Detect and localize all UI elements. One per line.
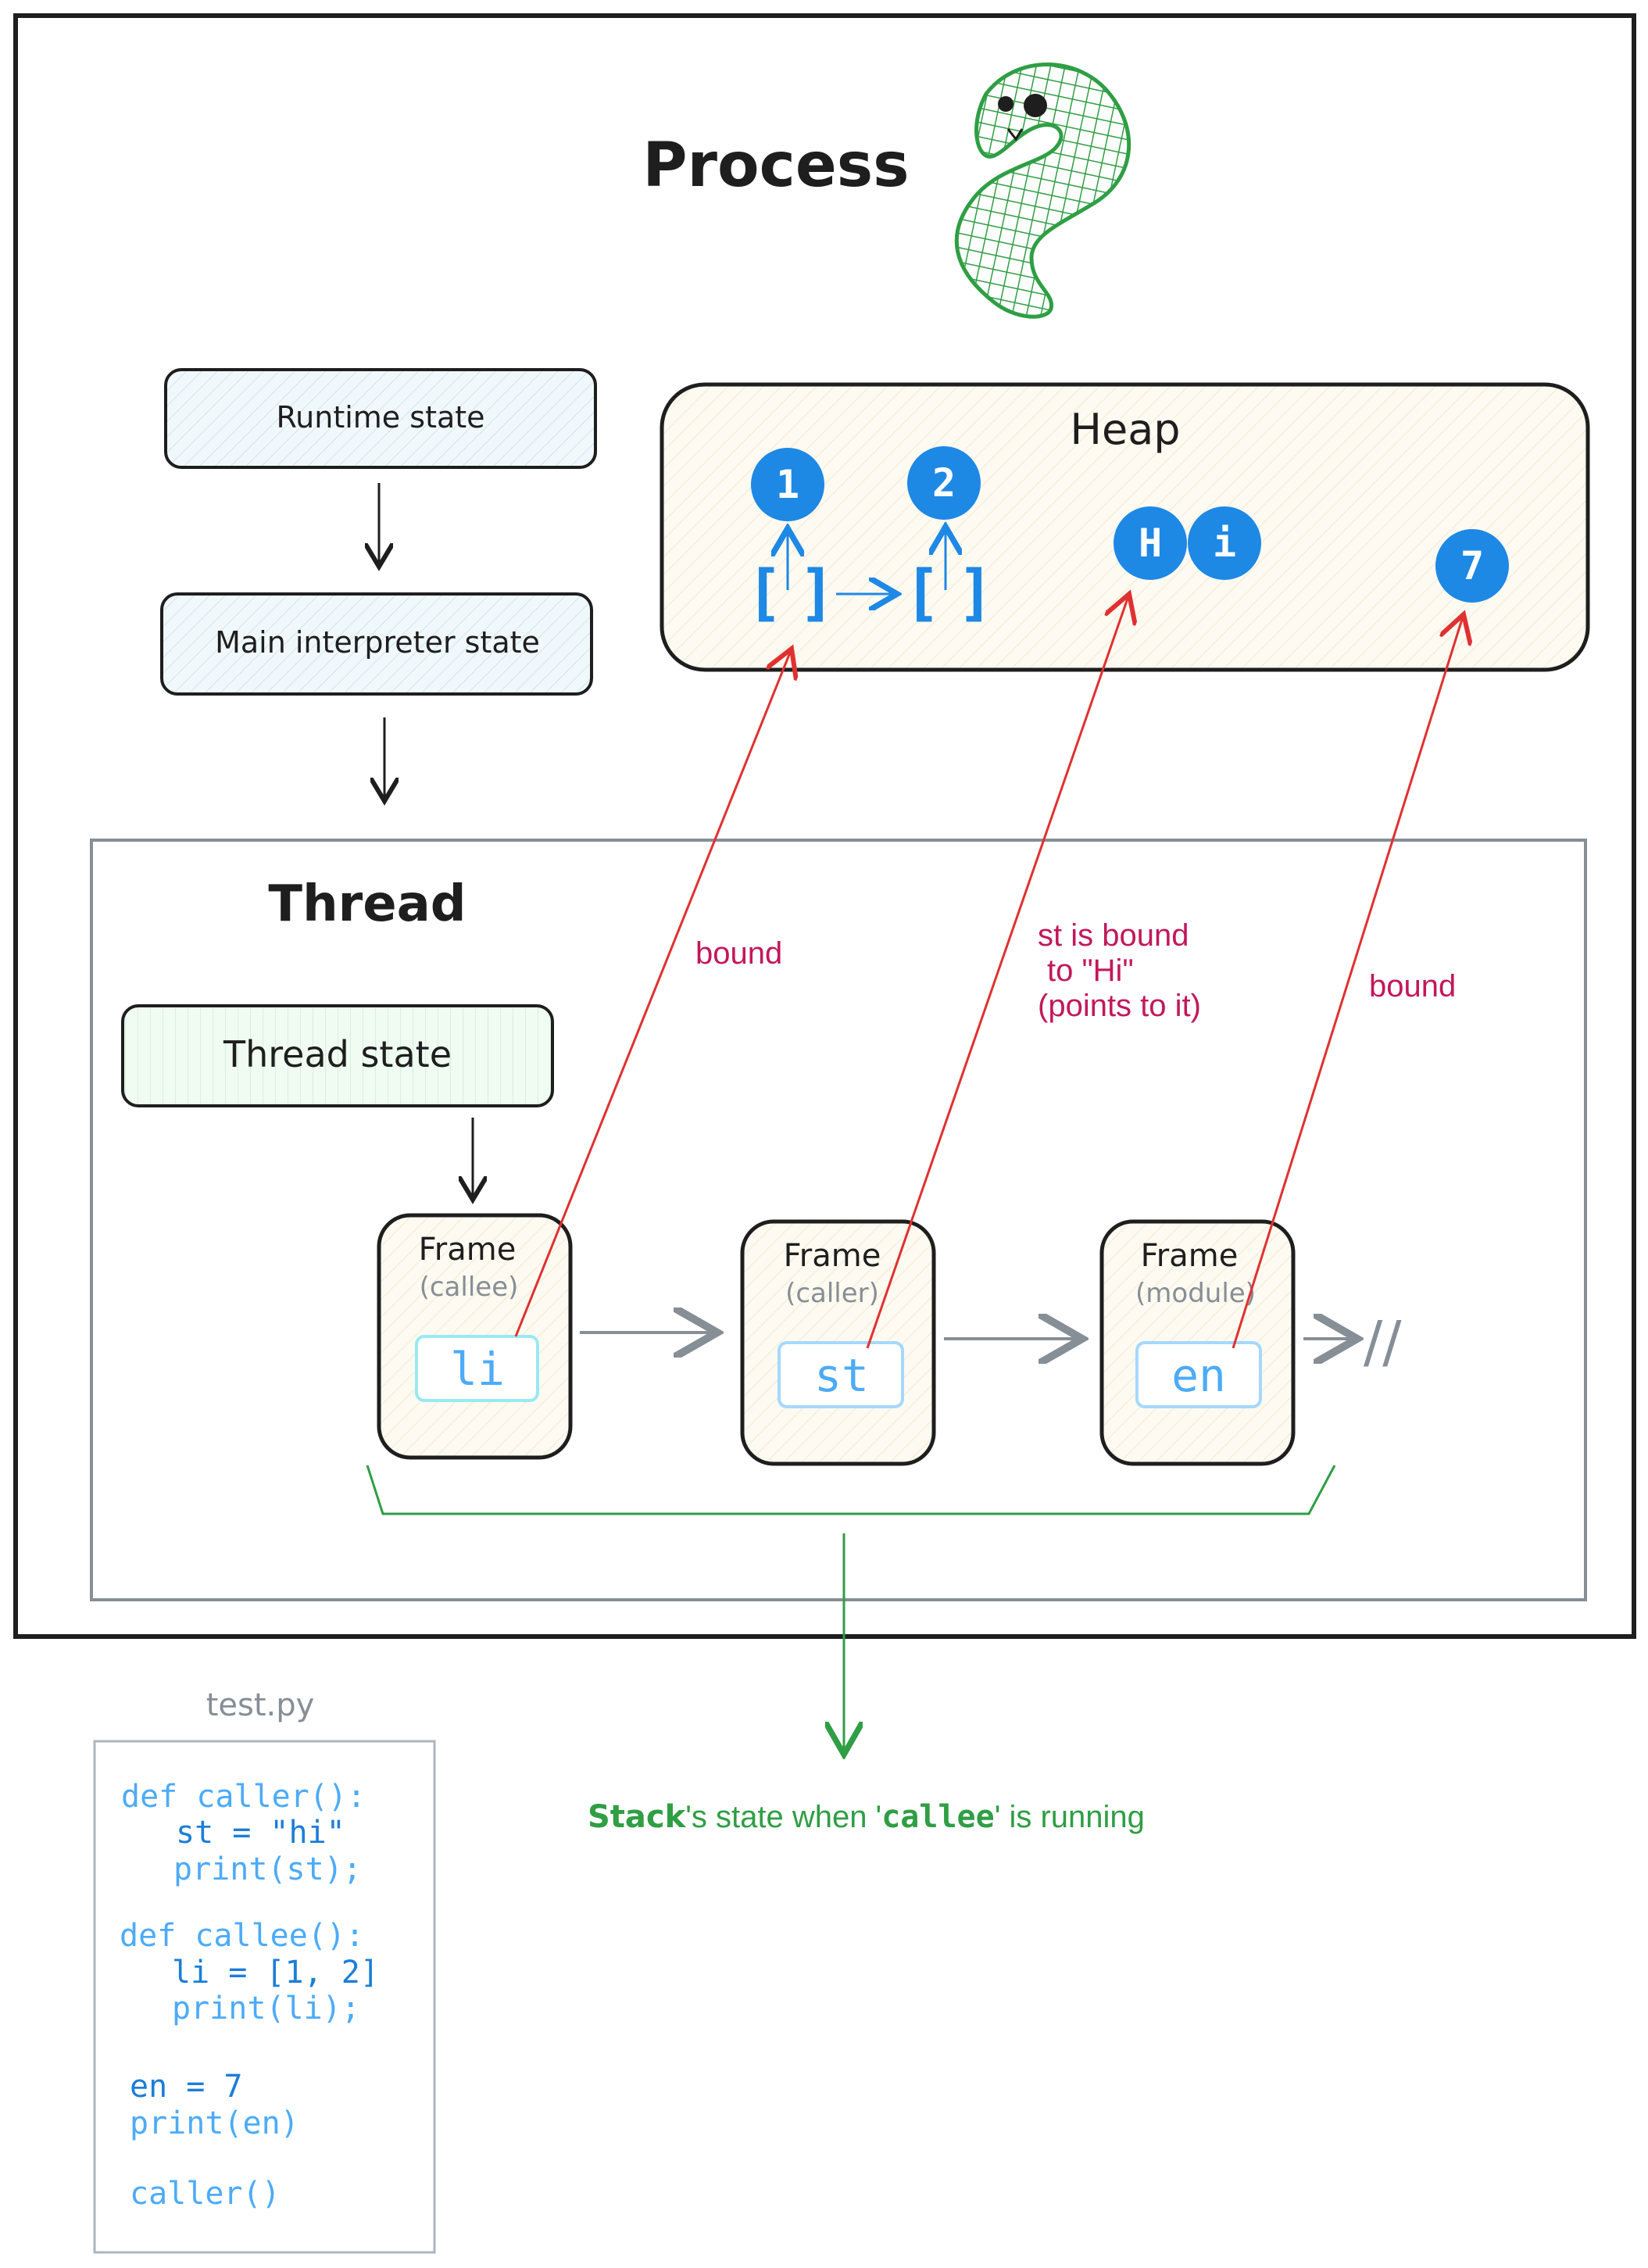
caption-part2: ' is running	[995, 1800, 1145, 1834]
stack-terminator: //	[1364, 1309, 1402, 1375]
frame-title: Frame	[419, 1232, 517, 1268]
code-line: caller()	[130, 2176, 281, 2212]
svg-text:7: 7	[1460, 543, 1484, 588]
annotation-bound-right: bound	[1369, 969, 1456, 1003]
thread-state-box	[121, 1004, 554, 1107]
code-lines: def caller(): st = "hi" print(st); def c…	[120, 1779, 379, 2212]
frame-caller: Frame (caller) st	[740, 1219, 936, 1466]
runtime-state-label: Runtime state	[276, 400, 484, 435]
code-panel	[93, 1740, 436, 2254]
variable-st: st	[814, 1349, 869, 1402]
svg-text:i: i	[1213, 520, 1236, 566]
stack-bracket	[366, 1465, 1336, 1515]
python-snake-icon	[954, 63, 1131, 319]
frame-subtitle: (module)	[1135, 1278, 1256, 1309]
frame-title: Frame	[784, 1238, 881, 1274]
svg-text:[: [	[746, 558, 783, 628]
svg-text:[: [	[904, 558, 941, 628]
annotation-st-line3: (points to it)	[1038, 989, 1201, 1023]
int-seven-object: 7	[1435, 529, 1509, 603]
list-node-one: [ ]	[746, 528, 835, 628]
thread-title: Thread	[268, 875, 466, 933]
frame-subtitle: (caller)	[785, 1278, 879, 1309]
interpreter-state-box	[160, 592, 593, 696]
stack-caption: Stack's state when 'callee' is running	[588, 1799, 1145, 1835]
svg-text:]: ]	[799, 558, 835, 628]
caption-callee: callee	[881, 1799, 995, 1835]
code-line: li = [1, 2]	[172, 1955, 379, 1991]
caption-stack: Stack	[588, 1799, 687, 1835]
svg-text:2: 2	[932, 460, 956, 506]
process-title: Process	[642, 131, 909, 201]
caption-part1: 's state when '	[685, 1800, 881, 1834]
binding-arrow-li	[514, 649, 792, 1337]
frame-title: Frame	[1141, 1238, 1239, 1274]
code-line: print(st);	[173, 1851, 362, 1887]
heap-title: Heap	[1070, 405, 1180, 454]
int-two-object: 2	[907, 446, 981, 520]
annotation-bound-left: bound	[695, 936, 782, 971]
svg-text:H: H	[1139, 520, 1162, 566]
variable-li: li	[450, 1343, 505, 1396]
int-one-object: 1	[751, 448, 824, 521]
process-frame	[13, 13, 1636, 1639]
code-line: def caller():	[121, 1779, 366, 1815]
frame-callee: Frame (callee) li	[377, 1213, 573, 1460]
code-line: print(li);	[172, 1991, 360, 2027]
svg-text:]: ]	[957, 558, 994, 628]
svg-text:1: 1	[776, 462, 799, 507]
runtime-state-box	[164, 368, 597, 469]
annotation-st-line2: to "Hi"	[1047, 953, 1134, 988]
interpreter-state-label: Main interpreter state	[215, 625, 540, 660]
annotation-st-line1: st is bound	[1038, 918, 1189, 953]
binding-arrow-st	[866, 594, 1129, 1349]
code-line: print(en)	[130, 2105, 299, 2141]
binding-arrow-en	[1232, 614, 1464, 1349]
variable-en: en	[1171, 1349, 1226, 1402]
code-line: def callee():	[120, 1918, 364, 1954]
code-filename: test.py	[206, 1687, 315, 1723]
list-node-two: [ ]	[904, 527, 994, 628]
code-line: st = "hi"	[176, 1815, 345, 1851]
thread-state-label: Thread state	[223, 1033, 452, 1075]
string-hi-object: H i	[1114, 506, 1261, 580]
frame-subtitle: (callee)	[420, 1272, 519, 1303]
frame-module: Frame (module) en	[1099, 1219, 1296, 1466]
code-line: en = 7	[130, 2069, 243, 2105]
thread-box	[90, 839, 1587, 1601]
